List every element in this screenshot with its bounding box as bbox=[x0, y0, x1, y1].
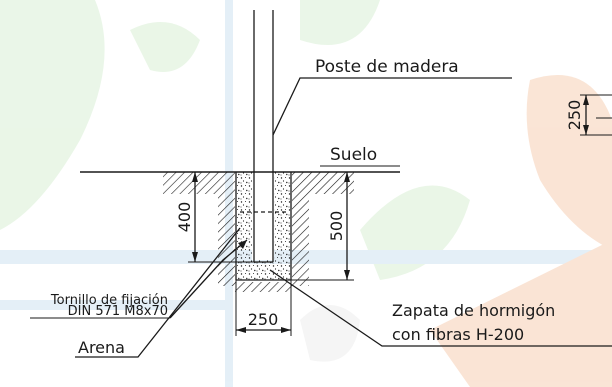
arrow-400-top bbox=[192, 172, 198, 182]
arrow-side-top bbox=[583, 95, 589, 105]
leader-post bbox=[272, 77, 512, 136]
arrow-500-top bbox=[344, 172, 350, 182]
label-bolt-1: Tornillo de fijación bbox=[50, 293, 168, 308]
arrow-400-bottom bbox=[192, 252, 198, 262]
dim-400-label: 400 bbox=[175, 202, 194, 233]
label-post: Poste de madera bbox=[315, 57, 459, 77]
leader-bolt bbox=[169, 239, 248, 319]
soil-hatch-right-top bbox=[292, 172, 354, 194]
arrowheads bbox=[192, 95, 589, 333]
side-dim-label: 250 bbox=[565, 100, 584, 131]
label-footing-1: Zapata de hormigón bbox=[392, 301, 555, 320]
dim-250-label: 250 bbox=[248, 310, 279, 329]
label-ground: Suelo bbox=[330, 145, 377, 165]
label-footing-2: con fibras H-200 bbox=[392, 325, 524, 344]
label-bolt-2: DIN 571 M8x70 bbox=[68, 304, 168, 319]
arrow-side-bottom bbox=[583, 125, 589, 135]
arrow-250-right bbox=[281, 327, 291, 333]
leader-sand bbox=[75, 227, 241, 358]
dim-500-label: 500 bbox=[327, 211, 346, 242]
soil-hatch-right bbox=[292, 194, 309, 286]
label-sand: Arena bbox=[78, 338, 125, 357]
arrow-250-left bbox=[236, 327, 246, 333]
post-socket bbox=[252, 172, 274, 260]
arrow-500-bottom bbox=[344, 270, 350, 280]
arrow-bolt bbox=[238, 240, 247, 249]
soil-hatch-left bbox=[218, 194, 235, 286]
main-lines bbox=[30, 10, 612, 358]
leader-footing bbox=[269, 269, 612, 347]
soil-hatch-left-top bbox=[163, 172, 235, 194]
sand-layer bbox=[235, 282, 292, 292]
